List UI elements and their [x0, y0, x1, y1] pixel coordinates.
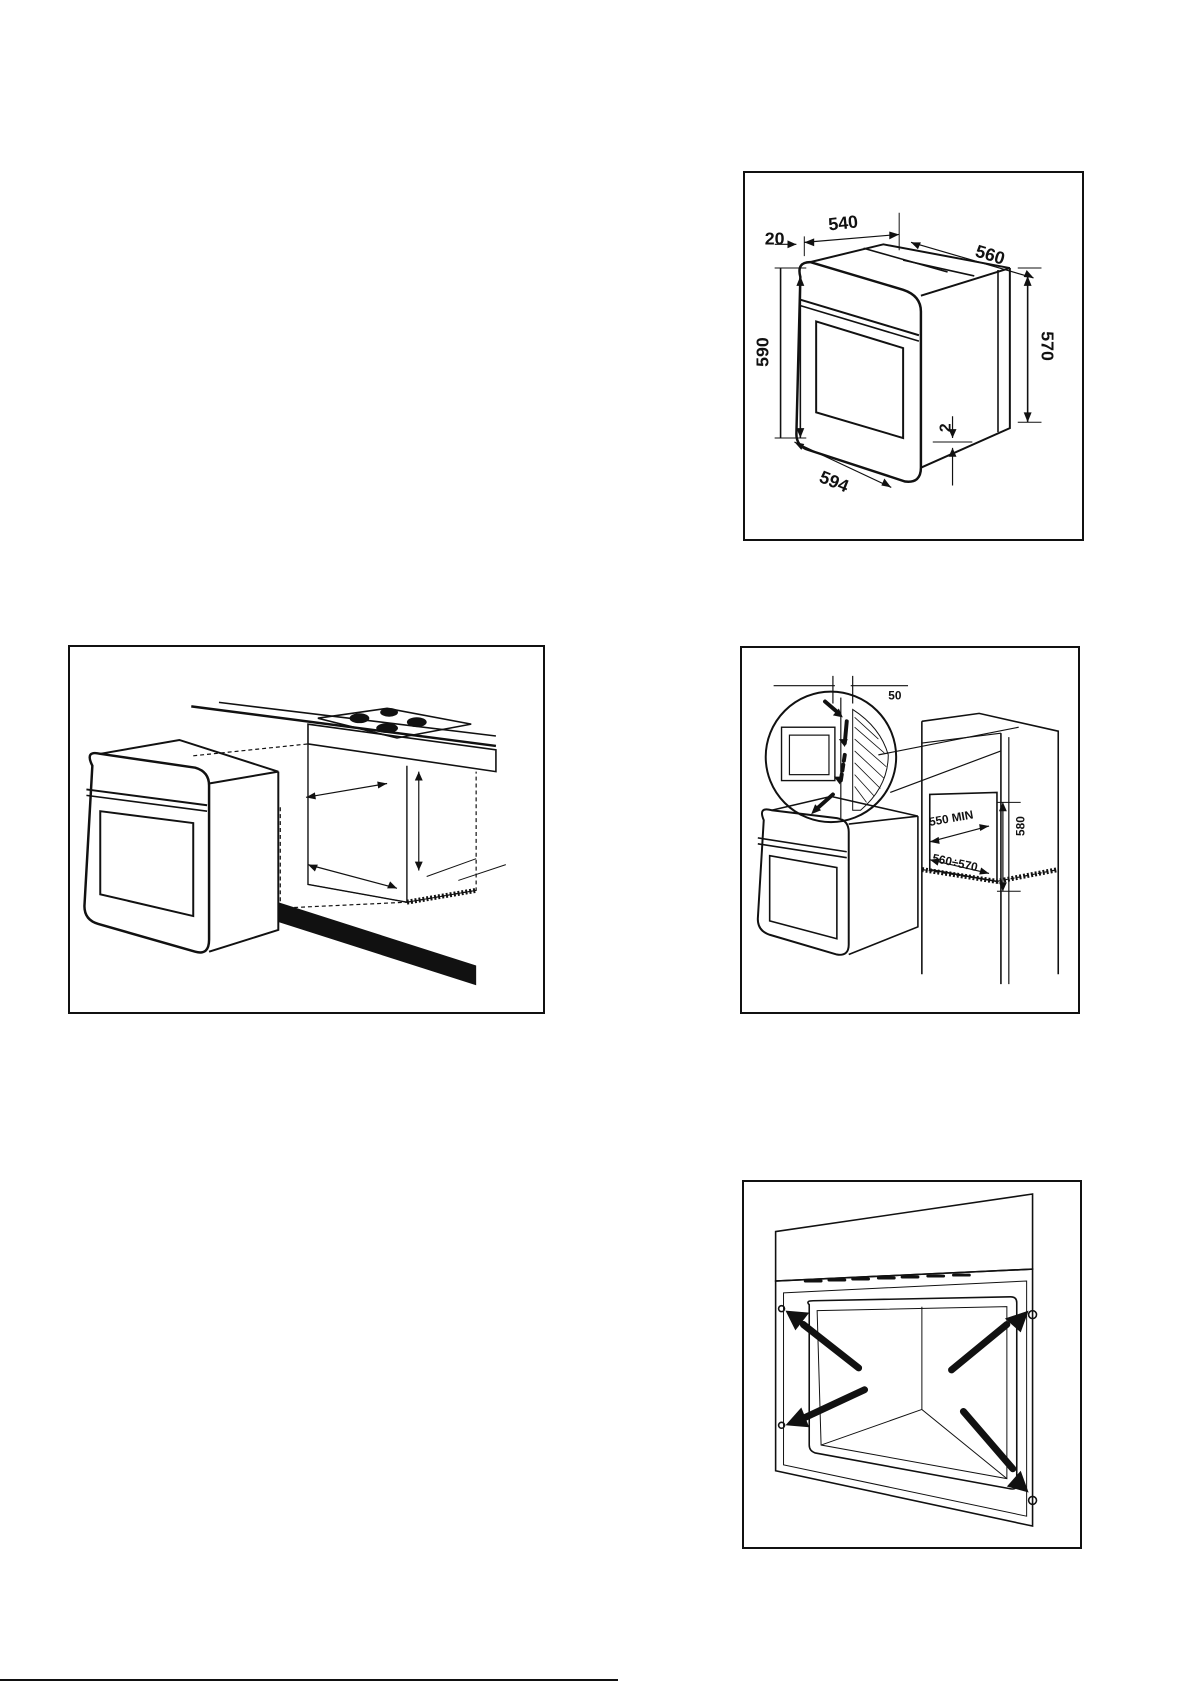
dim-label-594: 594 — [817, 467, 852, 497]
dim-label-590: 590 — [753, 337, 773, 367]
oven-dimensions-figure: 20 540 560 590 570 2 594 — [743, 171, 1084, 541]
width-min-label: 550 MIN — [928, 807, 975, 829]
dim-label-2: 2 — [938, 423, 955, 432]
mounting-screws-figure — [742, 1180, 1082, 1549]
column-install-figure: 50 550 MIN 580 560÷570 — [740, 646, 1080, 1014]
dim-label-560: 560 — [973, 241, 1007, 269]
vent-label-50: 50 — [888, 689, 902, 703]
mounting-screws-drawing — [744, 1182, 1080, 1547]
dim-label-20: 20 — [765, 228, 785, 248]
footer-rule-left — [0, 1679, 600, 1681]
oven-dimensions-drawing: 20 540 560 590 570 2 594 — [745, 173, 1082, 539]
dim-label-540: 540 — [827, 211, 859, 234]
footer-rule-right — [598, 1679, 618, 1681]
under-counter-install-figure — [68, 645, 545, 1014]
under-counter-drawing — [70, 647, 543, 1012]
height-label-580: 580 — [1014, 816, 1028, 836]
column-install-drawing: 50 550 MIN 580 560÷570 — [742, 648, 1078, 1012]
dim-label-570: 570 — [1037, 331, 1057, 361]
